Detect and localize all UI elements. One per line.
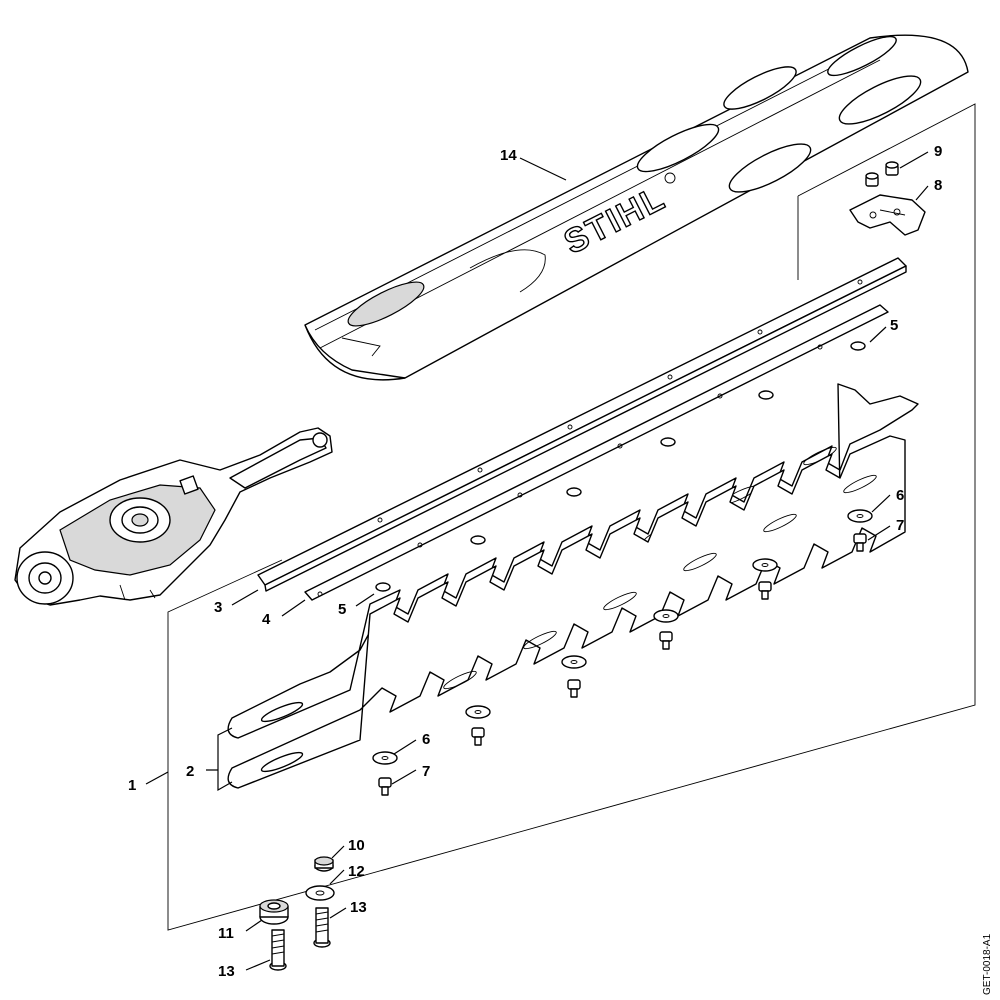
callout-3: 3 [214, 599, 222, 616]
callout-2: 2 [186, 763, 194, 780]
callout-10: 10 [348, 837, 365, 854]
guide-bar-part-3 [257, 257, 907, 592]
callout-7-right: 7 [896, 517, 904, 534]
screw-part-7 [378, 533, 867, 796]
callout-8: 8 [934, 177, 942, 194]
callout-9: 9 [934, 143, 942, 160]
bush-part-5 [375, 341, 866, 592]
callout-6-right: 6 [896, 487, 904, 504]
cutting-blades-part-2 [227, 383, 919, 789]
washer-part-12 [305, 885, 335, 901]
leader-lines [145, 151, 929, 971]
lower-blade-slots [443, 474, 877, 690]
callout-1: 1 [128, 777, 136, 794]
blade-cover: STIHL [304, 34, 969, 381]
gearbox-housing [14, 427, 333, 606]
callout-labels: 14 9 8 5 3 4 5 6 7 6 7 1 2 10 12 11 13 1… [128, 143, 942, 980]
washer-part-6 [372, 509, 873, 765]
bush-part-11 [259, 899, 289, 925]
callout-4: 4 [262, 611, 271, 628]
screw-part-9b [885, 161, 899, 176]
screw-part-9a [865, 172, 879, 187]
nut-part-10 [314, 856, 334, 872]
callout-12: 12 [348, 863, 365, 880]
callout-7-left: 7 [422, 763, 430, 780]
callout-6-left: 6 [422, 731, 430, 748]
callout-11: 11 [218, 925, 234, 942]
callout-13-right: 13 [350, 899, 367, 916]
assembly-frame-outline [167, 103, 976, 931]
callout-13-left: 13 [218, 963, 235, 980]
guide-bar-holes [377, 279, 863, 523]
callout-5-bottom: 5 [338, 601, 346, 618]
lower-cutting-blade [227, 435, 906, 789]
spacer-strip-part-4 [304, 304, 889, 601]
callout-5-top: 5 [890, 317, 898, 334]
bracket-part-8 [849, 194, 926, 236]
bolt-part-13b [269, 929, 287, 971]
document-id: GET-0018-A1 [982, 933, 993, 995]
bolt-part-13a [313, 907, 331, 948]
callout-14: 14 [500, 147, 517, 164]
